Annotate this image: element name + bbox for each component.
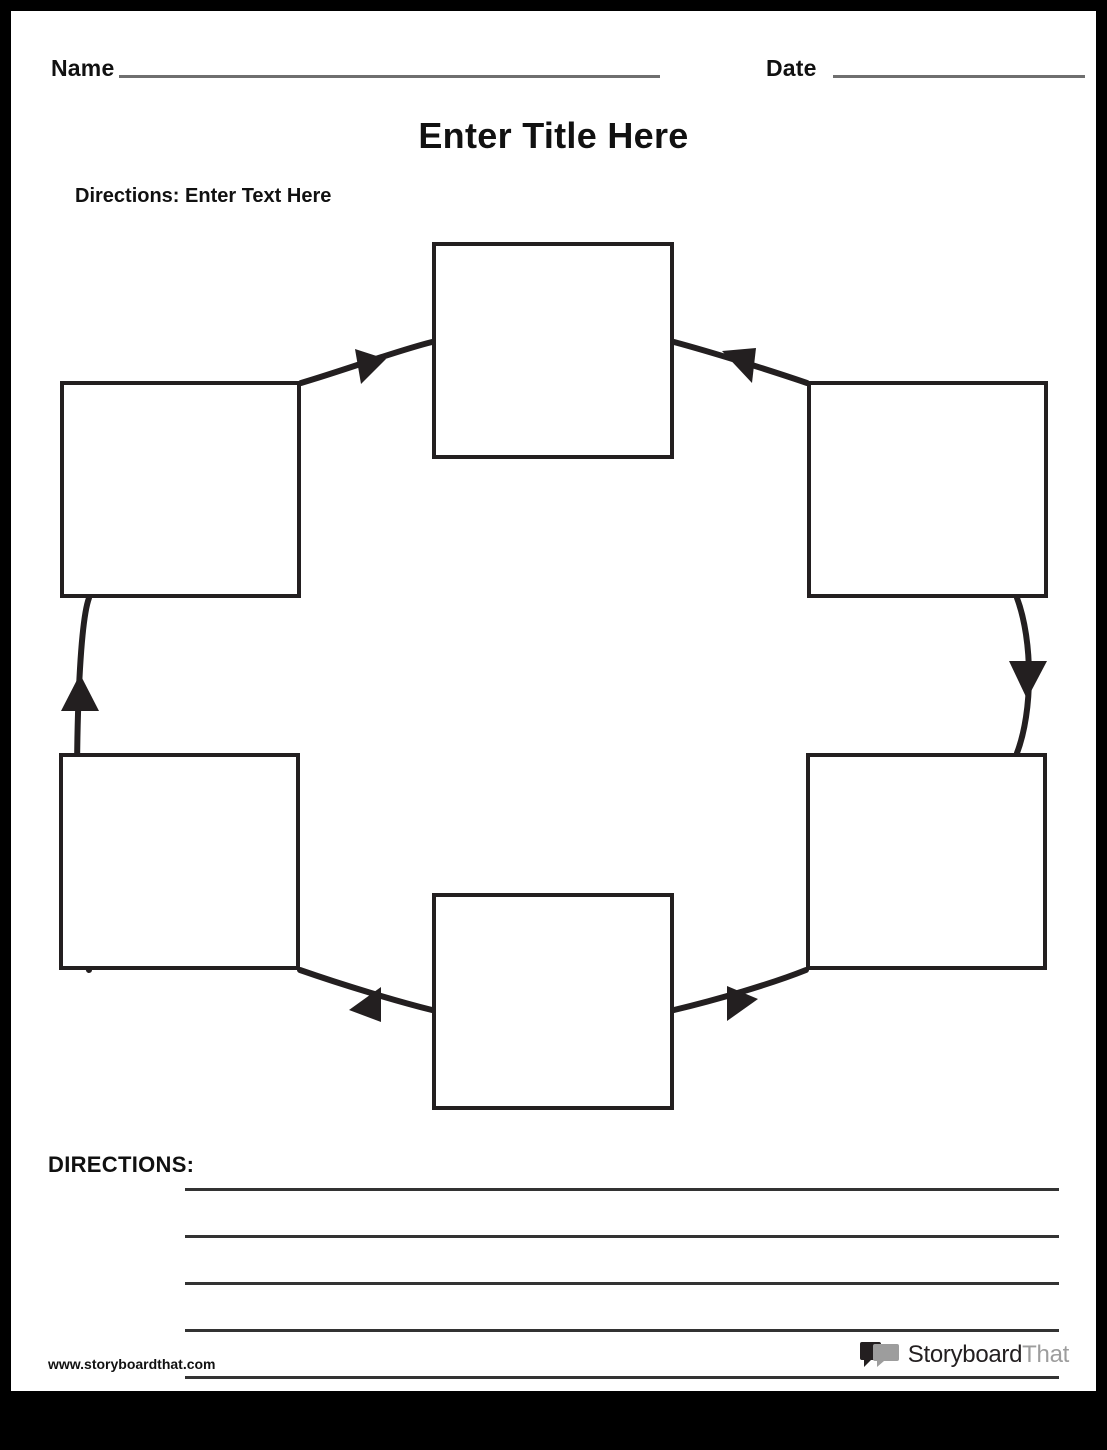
page-title[interactable]: Enter Title Here xyxy=(418,115,689,156)
directions-bottom-label: DIRECTIONS: xyxy=(48,1152,195,1177)
name-label: Name xyxy=(51,55,115,81)
directions-write-line[interactable] xyxy=(185,1282,1059,1285)
directions-write-line[interactable] xyxy=(185,1376,1059,1379)
cycle-box-lower-right[interactable] xyxy=(806,753,1047,970)
directions-write-line[interactable] xyxy=(185,1235,1059,1238)
speech-bubble-icon xyxy=(859,1342,899,1367)
storyboardthat-logo[interactable]: StoryboardThat xyxy=(859,1338,1070,1372)
name-write-line[interactable] xyxy=(119,75,660,78)
logo-word-storyboard: Storyboard xyxy=(907,1341,1023,1368)
date-label: Date xyxy=(766,55,817,81)
arrow-upper-right-to-lower-right xyxy=(1009,595,1047,756)
cycle-box-upper-left[interactable] xyxy=(60,381,301,598)
cycle-arrow-layer xyxy=(61,339,1047,1022)
cycle-box-bottom[interactable] xyxy=(432,893,674,1110)
cycle-box-upper-right[interactable] xyxy=(807,381,1048,598)
arrow-lower-right-to-bottom xyxy=(671,967,809,1021)
cycle-diagram xyxy=(11,11,1096,1391)
directions-top-text[interactable]: Directions: Enter Text Here xyxy=(75,185,332,207)
arrow-bottom-to-lower-left xyxy=(297,967,435,1022)
directions-write-line[interactable] xyxy=(185,1188,1059,1191)
arrow-top-to-upper-right xyxy=(671,339,810,386)
arrow-upper-left-to-top xyxy=(298,339,435,386)
footer-url-text[interactable]: www.storyboardthat.com xyxy=(48,1356,216,1372)
logo-word-that: That xyxy=(1022,1341,1069,1368)
logo-wordmark: StoryboardThat xyxy=(907,1341,1070,1369)
worksheet-sheet: Name Date Enter Title Here Directions: E… xyxy=(11,11,1096,1391)
cycle-box-top[interactable] xyxy=(432,242,674,459)
directions-write-line[interactable] xyxy=(185,1329,1059,1332)
arrow-lower-left-to-upper-left xyxy=(61,595,99,973)
cycle-box-lower-left[interactable] xyxy=(59,753,300,970)
date-write-line[interactable] xyxy=(833,75,1085,78)
